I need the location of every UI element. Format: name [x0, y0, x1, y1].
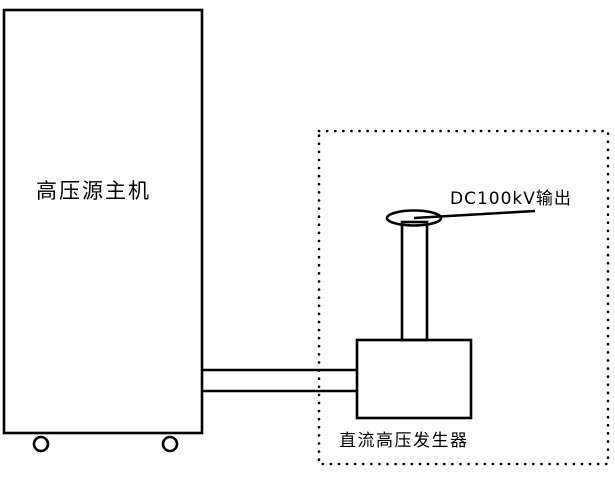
generator-body — [355, 338, 473, 420]
output-leader-line — [413, 209, 536, 220]
generator-label: 直流高压发生器 — [339, 431, 469, 451]
output-electrode — [385, 209, 443, 227]
generator-enclosure-dotted — [317, 129, 610, 466]
output-label: DC100kV输出 — [450, 189, 572, 209]
wheel-left — [32, 435, 50, 453]
wheel-right — [161, 435, 179, 453]
output-column — [400, 220, 429, 342]
main-unit-label: 高压源主机 — [36, 179, 151, 203]
main-unit-cabinet — [2, 8, 204, 435]
